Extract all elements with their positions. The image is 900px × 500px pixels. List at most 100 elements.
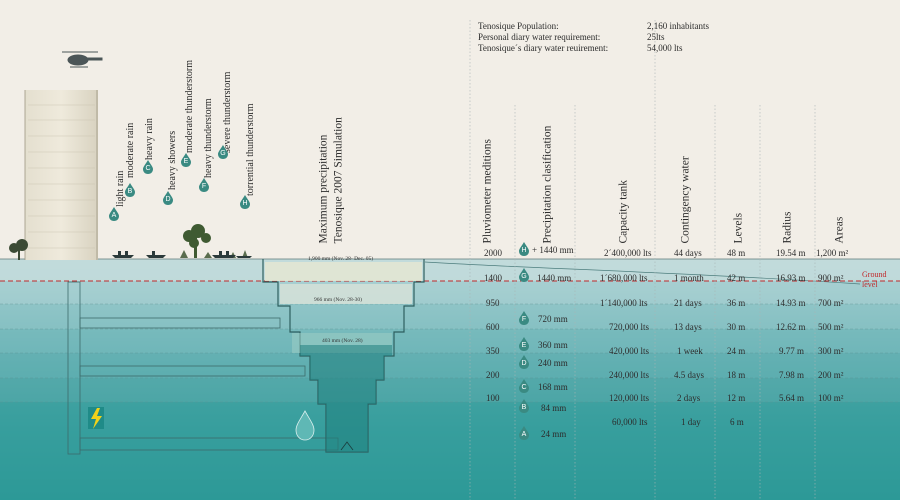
contingency-value: 21 days bbox=[674, 298, 702, 308]
boats bbox=[112, 251, 252, 258]
drop-icon bbox=[519, 426, 529, 440]
level-value: 12 m bbox=[727, 393, 746, 403]
contingency-value: 44 days bbox=[674, 248, 702, 258]
contingency-value: 13 days bbox=[674, 322, 702, 332]
level-value: 42 m bbox=[727, 273, 746, 283]
tower bbox=[25, 90, 98, 260]
area-value: 1,200 m² bbox=[816, 248, 849, 258]
drop-icon bbox=[125, 183, 135, 197]
personal-requirement-label: Personal diary water requirement: bbox=[478, 32, 601, 42]
drop-letter: G bbox=[220, 150, 226, 157]
level-value: 36 m bbox=[727, 298, 746, 308]
slope-line bbox=[424, 261, 861, 285]
daily-requirement-value: 54,000 lts bbox=[647, 43, 683, 53]
area-value: 700 m² bbox=[818, 298, 844, 308]
contingency-value: 4.5 days bbox=[674, 370, 704, 380]
tank-bottom-marker bbox=[340, 441, 354, 451]
personal-requirement-value: 25lts bbox=[647, 32, 665, 42]
drop-icon bbox=[519, 379, 529, 393]
pluvio-value: 350 bbox=[486, 346, 500, 356]
radius-value: 16.93 m bbox=[776, 273, 806, 283]
column-header-levels: Levels bbox=[732, 212, 745, 244]
population-value: 2,160 inhabitants bbox=[647, 21, 709, 31]
helicopter bbox=[62, 51, 103, 68]
water-band-7 bbox=[0, 402, 900, 500]
rain-type-label-g: severe thunderstorm bbox=[222, 71, 233, 153]
level-value: 48 m bbox=[727, 248, 746, 258]
drop-letter: C bbox=[521, 384, 527, 391]
drop-icon bbox=[240, 195, 250, 209]
precip-value: 360 mm bbox=[538, 340, 568, 350]
precip-value: 84 mm bbox=[541, 403, 567, 413]
drop-letter: F bbox=[201, 183, 207, 190]
lightning-icon bbox=[88, 407, 104, 429]
water-band-5 bbox=[0, 353, 900, 378]
radius-value: 19.54 m bbox=[776, 248, 806, 258]
drop-icon bbox=[519, 268, 529, 282]
tree bbox=[183, 224, 211, 258]
drop-letter: C bbox=[145, 165, 151, 172]
drop-letter: B bbox=[521, 404, 527, 411]
drop-letter: A bbox=[111, 212, 117, 219]
precip-value: 720 mm bbox=[538, 314, 568, 324]
area-value: 900 m² bbox=[818, 273, 844, 283]
rain-type-label-d: heavy showers bbox=[167, 130, 178, 190]
level-value: 30 m bbox=[727, 322, 746, 332]
precip-value: 1440 mm bbox=[537, 273, 572, 283]
pluvio-value: 1400 bbox=[484, 273, 502, 283]
capacity-value: 60,000 lts bbox=[612, 417, 648, 427]
drop-letter: D bbox=[165, 196, 171, 203]
water-band-6 bbox=[0, 378, 900, 402]
drop-icon bbox=[181, 153, 191, 167]
level-value: 18 m bbox=[727, 370, 746, 380]
drop-icon bbox=[199, 178, 209, 192]
tower-texture bbox=[28, 104, 95, 249]
tank-deep-water bbox=[292, 345, 392, 452]
radius-value: 7.98 m bbox=[779, 370, 805, 380]
precip-value: 168 mm bbox=[538, 382, 568, 392]
drop-icon bbox=[519, 399, 529, 413]
rain-type-label-f: heavy thunderstorm bbox=[203, 98, 214, 178]
area-value: 100 m² bbox=[818, 393, 844, 403]
pluvio-value: 600 bbox=[486, 322, 500, 332]
tank-level-label-2: 966 mm (Nov. 28-30) bbox=[314, 297, 362, 303]
radius-value: 9.77 m bbox=[779, 346, 805, 356]
water-band-2 bbox=[0, 281, 900, 304]
radius-value: 14.93 m bbox=[776, 298, 806, 308]
drop-letter: A bbox=[521, 431, 527, 438]
water-drop-icon bbox=[295, 410, 315, 441]
drop-letter: B bbox=[127, 188, 133, 195]
tank-level-2 bbox=[280, 284, 412, 304]
contingency-value: 1 week bbox=[677, 346, 703, 356]
rain-type-label-b: moderate rain bbox=[125, 122, 136, 178]
drop-icon bbox=[143, 160, 153, 174]
capacity-value: 240,000 lts bbox=[609, 370, 650, 380]
capacity-value: 2´400,000 lts bbox=[604, 248, 652, 258]
rain-type-label-e: moderate thunderstorm bbox=[184, 59, 195, 153]
column-header-classification: Precipitation clasification bbox=[541, 125, 554, 244]
column-header-areas: Areas bbox=[833, 216, 846, 244]
drop-icon bbox=[218, 145, 228, 159]
capacity-value: 1´680,000 lts bbox=[600, 273, 648, 283]
drop-icon bbox=[519, 337, 529, 351]
column-header-radius: Radius bbox=[781, 211, 794, 244]
contingency-value: 1 month bbox=[674, 273, 704, 283]
pluvio-value: 950 bbox=[486, 298, 500, 308]
drop-icon bbox=[519, 311, 529, 325]
pluvio-value: 200 bbox=[486, 370, 500, 380]
area-value: 200 m² bbox=[818, 370, 844, 380]
radius-value: 12.62 m bbox=[776, 322, 806, 332]
drop-letter: H bbox=[242, 200, 248, 207]
area-value: 300 m² bbox=[818, 346, 844, 356]
simulation-title: Maximum precipitation bbox=[317, 134, 330, 244]
area-value: 500 m² bbox=[818, 322, 844, 332]
precip-value: 240 mm bbox=[538, 358, 568, 368]
drop-letter: G bbox=[521, 273, 527, 280]
capacity-value: 120,000 lts bbox=[609, 393, 650, 403]
pluvio-value: 100 bbox=[486, 393, 500, 403]
drop-letter: F bbox=[521, 316, 527, 323]
capacity-value: 420,000 lts bbox=[609, 346, 650, 356]
drop-letter: H bbox=[521, 247, 527, 254]
population-label: Tenosique Population: bbox=[478, 21, 559, 31]
